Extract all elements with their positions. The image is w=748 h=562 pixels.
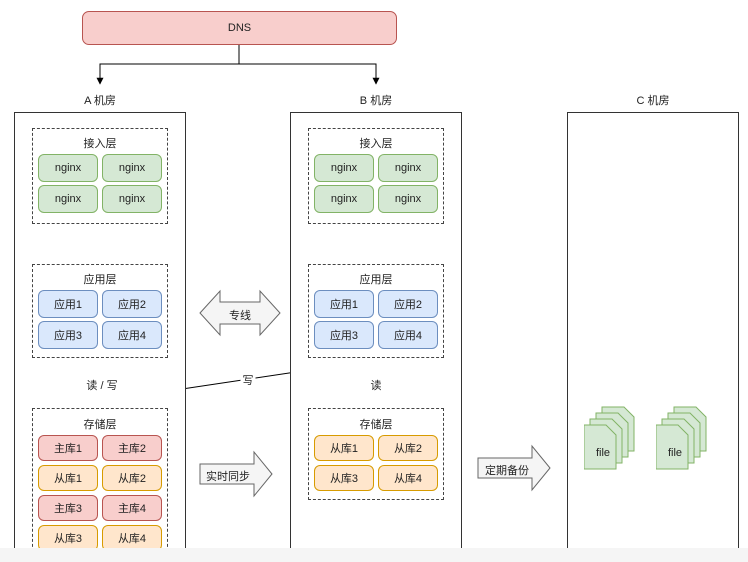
realtime-sync-label: 实时同步	[206, 471, 250, 483]
a-nginx-node: nginx	[38, 154, 98, 182]
dns-connector	[96, 45, 240, 85]
a-read-write-label: 读 / 写	[84, 377, 120, 393]
b-app-node: 应用1	[314, 290, 374, 318]
b-app-node: 应用4	[378, 321, 438, 349]
a-access-layer-title: 接入层	[83, 138, 117, 150]
dedicated-line-arrow	[199, 289, 281, 337]
b-nginx-node: nginx	[378, 154, 438, 182]
b-app-node: 应用3	[314, 321, 374, 349]
b-nginx-node: nginx	[314, 185, 374, 213]
dns-label: DNS	[227, 22, 252, 34]
a-app-node: 应用3	[38, 321, 98, 349]
b-slave-db: 从库3	[314, 465, 374, 491]
a-slave-db: 从库2	[102, 465, 162, 491]
file-label: file	[595, 447, 611, 459]
b-write-label: 写	[240, 372, 256, 388]
a-app-layer-title: 应用层	[83, 274, 117, 286]
a-nginx-node: nginx	[102, 185, 162, 213]
a-app-node: 应用2	[102, 290, 162, 318]
b-slave-db: 从库2	[378, 435, 438, 461]
a-master-db: 主库1	[38, 435, 98, 461]
b-app-node: 应用2	[378, 290, 438, 318]
dedicated-line-label: 专线	[229, 310, 251, 322]
bottom-edge	[0, 548, 748, 562]
scheduled-backup-arrow	[477, 444, 551, 492]
a-nginx-node: nginx	[102, 154, 162, 182]
a-slave-db: 从库4	[102, 525, 162, 551]
a-slave-db: 从库3	[38, 525, 98, 551]
scheduled-backup-label: 定期备份	[485, 465, 529, 477]
dns-node: DNS	[82, 11, 397, 45]
b-read-label: 读	[368, 377, 384, 393]
file-label: file	[667, 447, 683, 459]
room-c	[567, 112, 739, 562]
room-c-title: C 机房	[636, 95, 670, 107]
a-storage-layer-title: 存储层	[83, 419, 117, 431]
dns-connector-b	[239, 63, 380, 85]
b-storage-layer-title: 存储层	[359, 419, 393, 431]
a-master-db: 主库2	[102, 435, 162, 461]
a-nginx-node: nginx	[38, 185, 98, 213]
room-a-title: A 机房	[84, 95, 116, 107]
a-master-db: 主库3	[38, 495, 98, 521]
realtime-sync-arrow	[199, 450, 273, 498]
a-slave-db: 从库1	[38, 465, 98, 491]
b-access-layer-title: 接入层	[359, 138, 393, 150]
a-master-db: 主库4	[102, 495, 162, 521]
file-stack-icon	[584, 406, 635, 470]
b-slave-db: 从库1	[314, 435, 374, 461]
b-app-layer-title: 应用层	[359, 274, 393, 286]
b-nginx-node: nginx	[378, 185, 438, 213]
a-app-node: 应用1	[38, 290, 98, 318]
a-app-node: 应用4	[102, 321, 162, 349]
file-stack-icon	[656, 406, 707, 470]
b-slave-db: 从库4	[378, 465, 438, 491]
b-nginx-node: nginx	[314, 154, 374, 182]
room-b-title: B 机房	[359, 95, 393, 107]
